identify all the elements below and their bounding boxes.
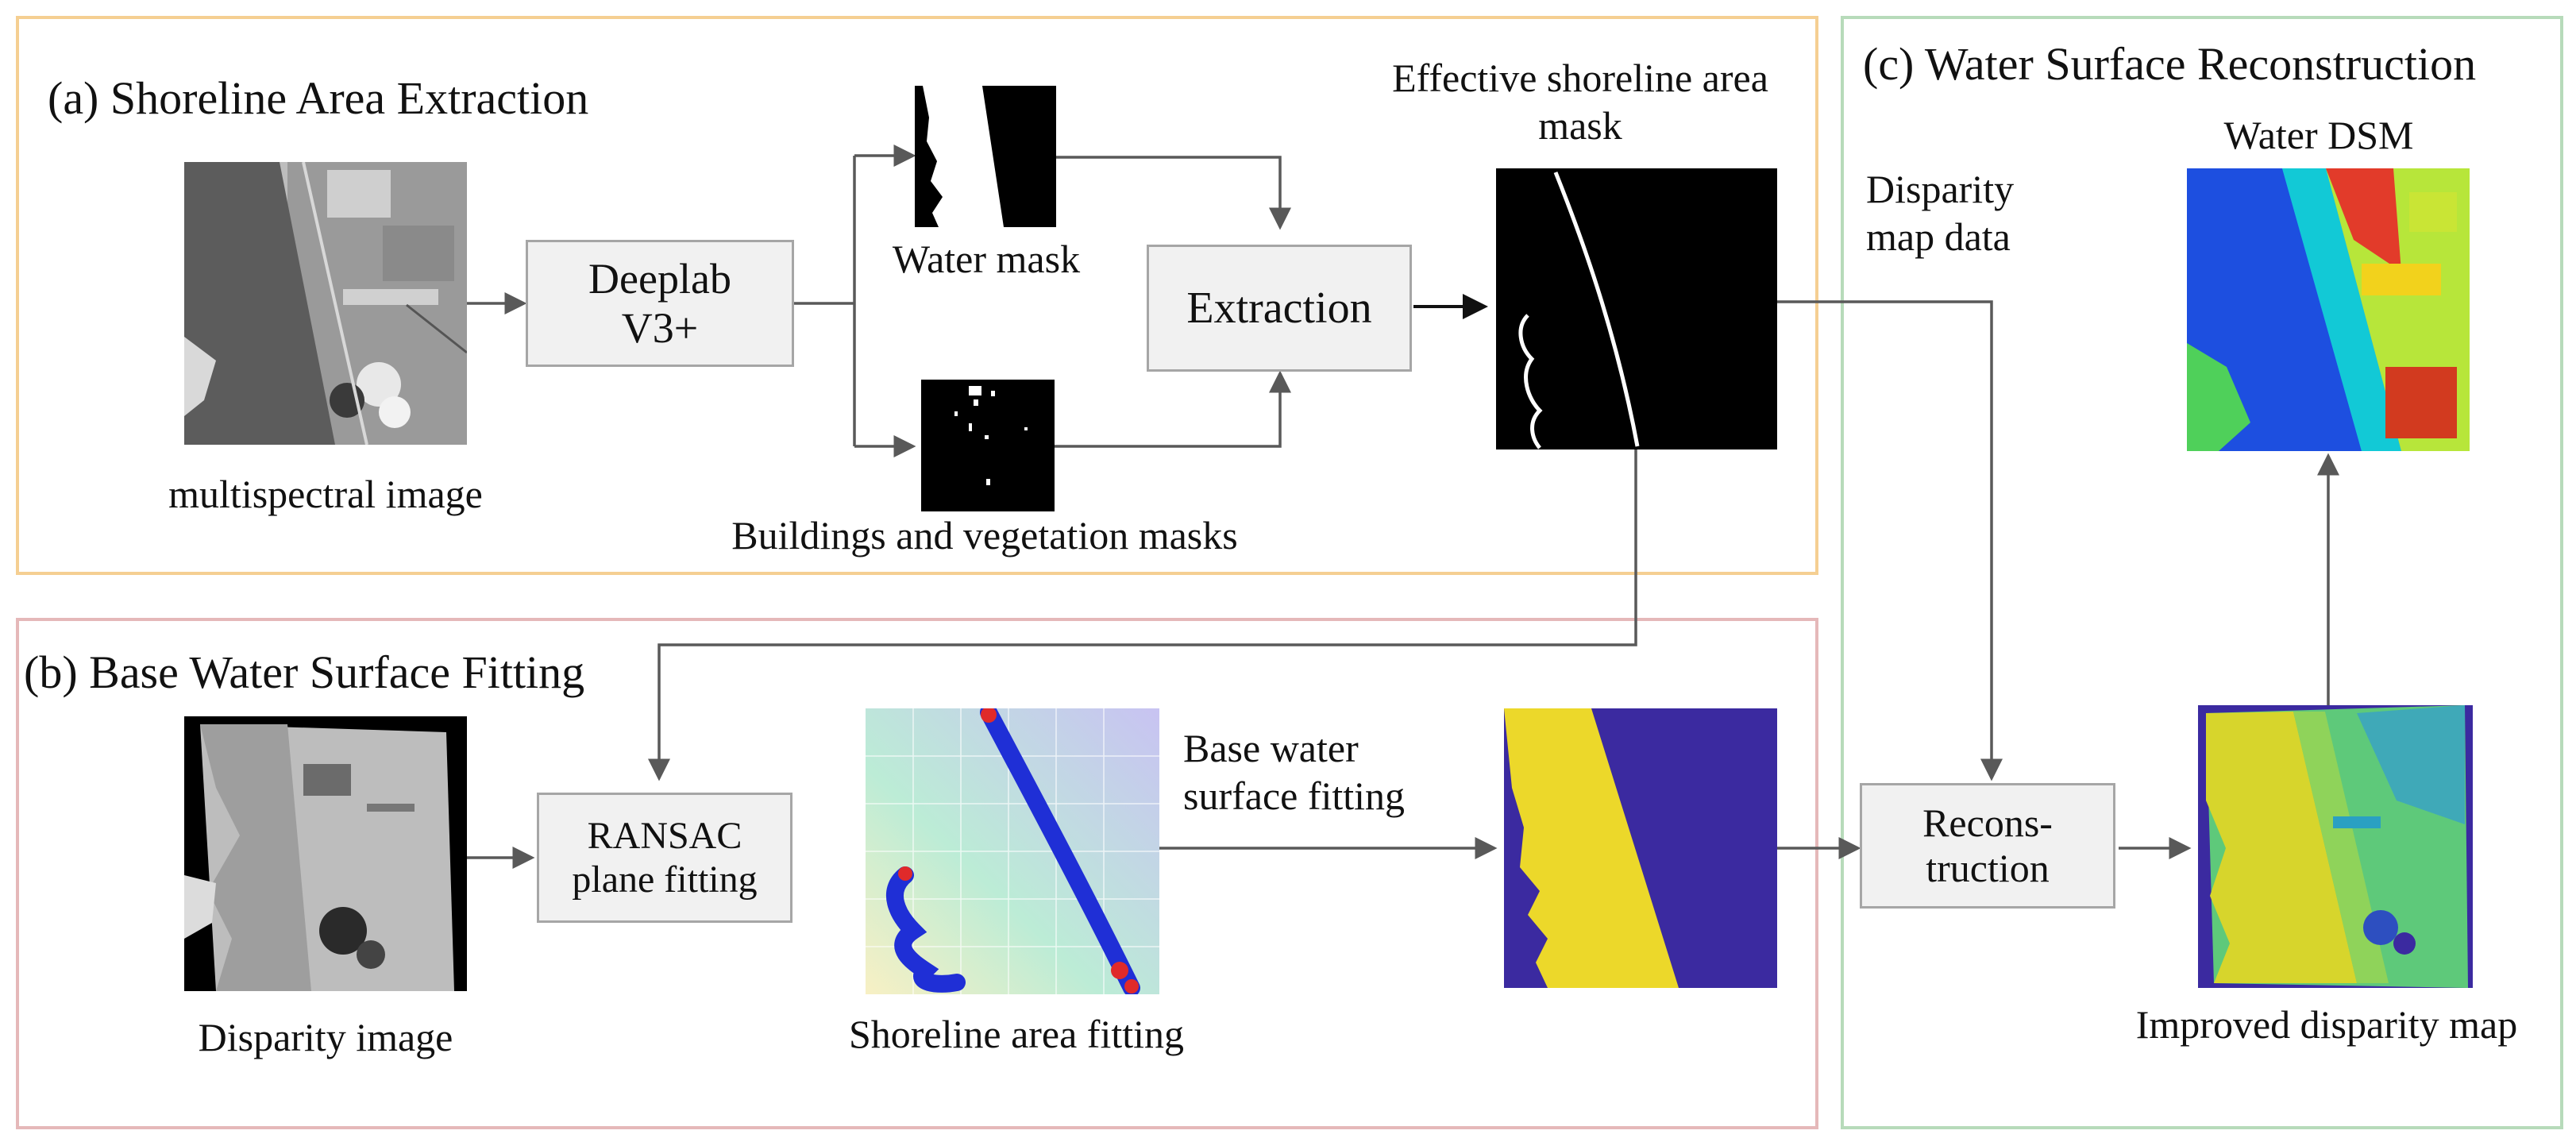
water-dsm-image bbox=[2187, 168, 2470, 451]
multispectral-label: multispectral image bbox=[168, 472, 483, 516]
improved-disparity-label: Improved disparity map bbox=[2135, 1002, 2518, 1047]
water-mask-image bbox=[915, 86, 1056, 227]
extraction-box: Extraction bbox=[1147, 245, 1412, 372]
shoreline-fitting-image bbox=[866, 708, 1159, 994]
deeplab-label: Deeplab V3+ bbox=[588, 254, 731, 352]
panel-shoreline-extraction bbox=[16, 16, 1818, 575]
improved-disparity-image bbox=[2198, 705, 2473, 988]
buildings-mask-image bbox=[921, 380, 1055, 511]
arrow-water-mask-to-extraction bbox=[1056, 156, 1291, 230]
extraction-label: Extraction bbox=[1186, 283, 1372, 333]
deeplab-box: Deeplab V3+ bbox=[526, 240, 794, 367]
panel-a-title: (a) Shoreline Area Extraction bbox=[48, 72, 589, 124]
reconstruction-box: Recons- truction bbox=[1860, 783, 2115, 909]
buildings-mask-label: Buildings and vegetation masks bbox=[731, 513, 1238, 557]
panel-b-title: (b) Base Water Surface Fitting bbox=[24, 646, 585, 698]
ransac-box: RANSAC plane fitting bbox=[537, 793, 792, 923]
panel-c-title: (c) Water Surface Reconstruction bbox=[1863, 38, 2477, 90]
arrow-mask-to-ransac bbox=[648, 449, 1637, 781]
arrow-mask-to-reconstruction bbox=[1777, 300, 2003, 781]
water-dsm-label: Water DSM bbox=[2223, 113, 2414, 157]
reconstruction-label: Recons- truction bbox=[1922, 800, 2053, 891]
disparity-image bbox=[184, 716, 467, 991]
multispectral-image bbox=[184, 162, 467, 445]
arrow-deeplab-split bbox=[794, 156, 856, 446]
panel-water-reconstruction bbox=[1841, 16, 2563, 1129]
water-mask-label: Water mask bbox=[892, 237, 1081, 281]
ransac-label: RANSAC plane fitting bbox=[572, 814, 758, 901]
disparity-image-label: Disparity image bbox=[198, 1015, 453, 1059]
effective-mask-image bbox=[1496, 168, 1777, 449]
base-water-image bbox=[1504, 708, 1777, 988]
panel-base-water-fitting bbox=[16, 618, 1818, 1129]
shoreline-fitting-label: Shoreline area fitting bbox=[848, 1012, 1185, 1056]
arrow-buildings-mask-to-extraction bbox=[1055, 370, 1291, 448]
